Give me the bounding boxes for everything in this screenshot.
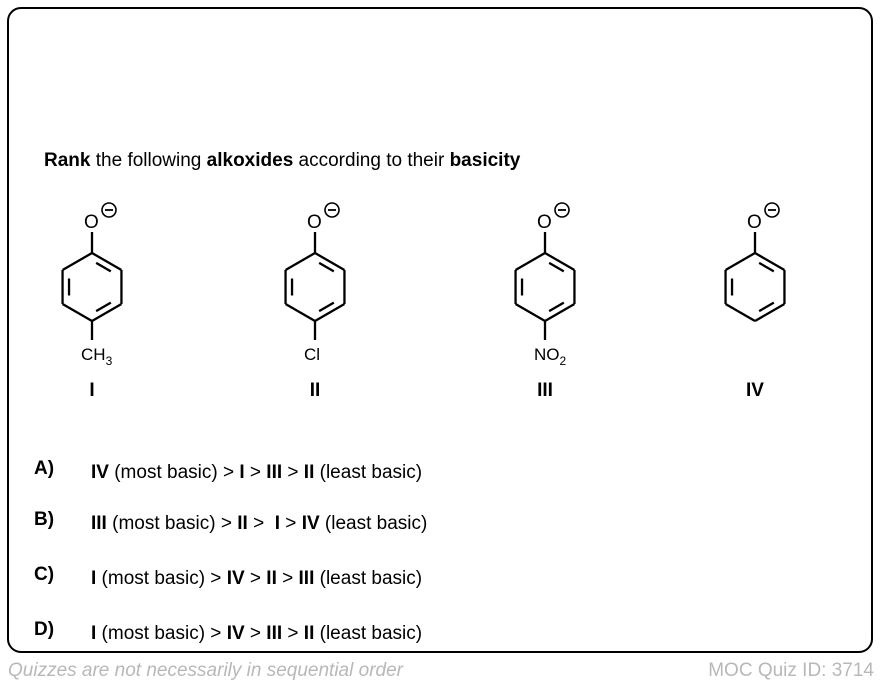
option-segment: III (266, 623, 283, 644)
option-text: III (most basic) > II > I > IV (least ba… (91, 513, 427, 535)
option-segment: II (303, 462, 315, 483)
question-text: Rank the following alkoxides according t… (44, 150, 520, 172)
option-segment: III (91, 513, 107, 534)
structure-drawing: O Cl II (284, 202, 346, 401)
option-segment: > (244, 462, 267, 483)
structure-drawing: O NO2 III (514, 202, 576, 401)
order-note: Quizzes are not necessarily in sequentia… (8, 660, 403, 681)
option-letter: B) (34, 509, 55, 530)
molecule-iii: O NO2 III (485, 188, 605, 403)
option-segment: (least basic) (314, 623, 423, 644)
option-text: I (most basic) > IV > III > II (least ba… (91, 623, 422, 645)
option-text: I (most basic) > IV > II > III (least ba… (91, 568, 422, 590)
option-segment: II (266, 568, 277, 589)
oxygen-label: O (84, 212, 99, 233)
option-segment: > (282, 462, 304, 483)
substituent-label: Cl (304, 345, 320, 364)
question-segment: Rank (44, 150, 91, 171)
question-segment: according to their (293, 150, 450, 171)
option-segment: I (239, 462, 245, 483)
option-text: IV (most basic) > I > III > II (least ba… (91, 462, 422, 484)
option-segment: IV (226, 623, 245, 644)
oxygen-label: O (537, 212, 552, 233)
option-segment: (least basic) (314, 462, 423, 483)
option-segment: (least basic) (319, 513, 428, 534)
compound-number: III (537, 380, 553, 401)
option-segment: > (276, 568, 299, 589)
option-segment: (least basic) (314, 568, 423, 589)
option-segment: II (303, 623, 315, 644)
option-segment: I (91, 568, 97, 589)
option-segment: I (91, 623, 97, 644)
option-segment: III (266, 462, 283, 483)
negative-charge-icon (101, 202, 117, 218)
molecule-iv: O IV (695, 188, 815, 403)
option-segment: IV (301, 513, 320, 534)
option-segment: (most basic) > (108, 462, 240, 483)
structure-drawing: O CH3 I (61, 202, 123, 401)
option-segment: IV (91, 462, 109, 483)
option-segment: (most basic) > (106, 513, 238, 534)
option-segment: > (244, 568, 267, 589)
compound-number: I (89, 380, 94, 401)
benzene-ring (61, 232, 123, 340)
option-letter: D) (34, 619, 55, 640)
option-segment: II (237, 513, 248, 534)
compound-number: II (310, 380, 321, 401)
benzene-ring (724, 232, 786, 322)
option-segment: > (282, 623, 304, 644)
oxygen-label: O (307, 212, 322, 233)
molecule-ii: O Cl II (255, 188, 375, 403)
option-letter: C) (34, 564, 55, 585)
negative-charge-icon (554, 202, 570, 218)
structure-drawing: O IV (724, 202, 786, 401)
molecule-i: O CH3 I (32, 188, 152, 403)
option-segment: > (280, 513, 302, 534)
substituent-label: CH3 (81, 345, 113, 368)
option-segment: III (298, 568, 315, 589)
benzene-ring (284, 232, 346, 340)
quiz-card (7, 7, 873, 653)
oxygen-label: O (747, 212, 762, 233)
option-segment: I (274, 513, 281, 534)
question-segment: alkoxides (206, 150, 294, 171)
question-segment: basicity (449, 150, 521, 171)
negative-charge-icon (764, 202, 780, 218)
option-segment: > (247, 513, 275, 534)
substituent-label: NO2 (534, 345, 567, 368)
option-segment: IV (226, 568, 245, 589)
quiz-id: MOC Quiz ID: 3714 (708, 660, 874, 681)
question-segment: the following (90, 150, 207, 171)
option-segment: (most basic) > (96, 568, 227, 589)
option-letter: A) (34, 458, 55, 479)
option-segment: > (244, 623, 267, 644)
negative-charge-icon (324, 202, 340, 218)
benzene-ring (514, 232, 576, 340)
compound-number: IV (746, 380, 764, 401)
option-segment: (most basic) > (96, 623, 227, 644)
